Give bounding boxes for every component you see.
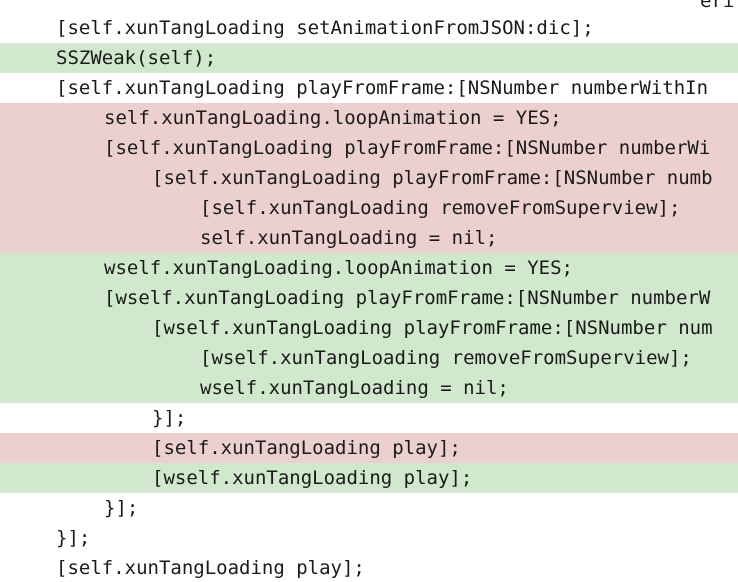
removed-code-line: self.xunTangLoading = nil; bbox=[0, 223, 738, 253]
added-code-line: [wself.xunTangLoading play]; bbox=[0, 463, 738, 493]
diff-code-block: [self.xunTangLoading setAnimationFromJSO… bbox=[0, 13, 738, 582]
context-code-line: }]; bbox=[0, 493, 738, 523]
context-code-line: [self.xunTangLoading setAnimationFromJSO… bbox=[0, 13, 738, 43]
added-code-line: SSZWeak(self); bbox=[0, 43, 738, 73]
added-code-line: [wself.xunTangLoading playFromFrame:[NSN… bbox=[0, 313, 738, 343]
added-code-line: [wself.xunTangLoading removeFromSupervie… bbox=[0, 343, 738, 373]
added-code-line: wself.xunTangLoading.loopAnimation = YES… bbox=[0, 253, 738, 283]
removed-code-line: self.xunTangLoading.loopAnimation = YES; bbox=[0, 103, 738, 133]
removed-code-line: [self.xunTangLoading playFromFrame:[NSNu… bbox=[0, 163, 738, 193]
clipped-text-fragment: eri bbox=[700, 0, 735, 12]
context-code-line: [self.xunTangLoading play]; bbox=[0, 553, 738, 582]
added-code-line: wself.xunTangLoading = nil; bbox=[0, 373, 738, 403]
removed-code-line: [self.xunTangLoading removeFromSuperview… bbox=[0, 193, 738, 223]
added-code-line: [wself.xunTangLoading playFromFrame:[NSN… bbox=[0, 283, 738, 313]
context-code-line: }]; bbox=[0, 403, 738, 433]
removed-code-line: [self.xunTangLoading play]; bbox=[0, 433, 738, 463]
context-code-line: [self.xunTangLoading playFromFrame:[NSNu… bbox=[0, 73, 738, 103]
removed-code-line: [self.xunTangLoading playFromFrame:[NSNu… bbox=[0, 133, 738, 163]
context-code-line: }]; bbox=[0, 523, 738, 553]
